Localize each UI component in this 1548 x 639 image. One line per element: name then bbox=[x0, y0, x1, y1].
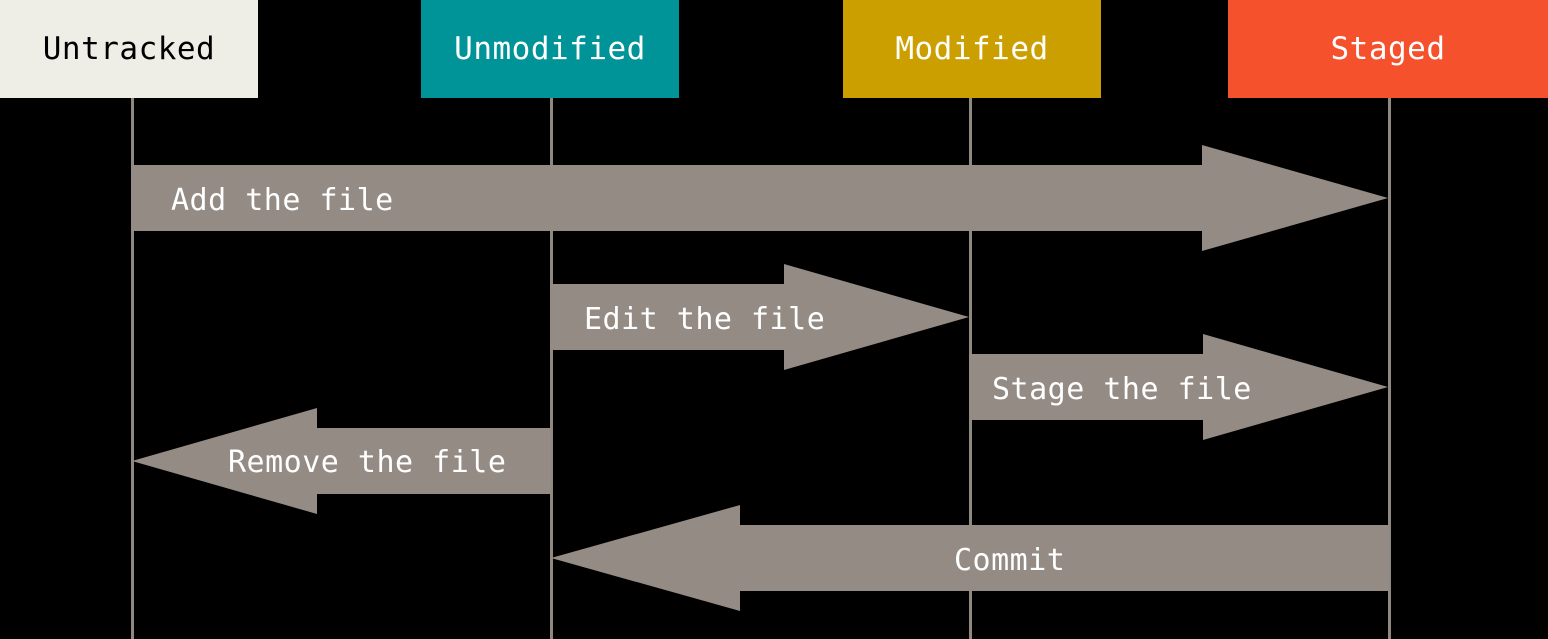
state-box-unmodified: Unmodified bbox=[421, 0, 679, 98]
arrow-label-edit-the-file: Edit the file bbox=[584, 302, 826, 337]
state-box-modified: Modified bbox=[843, 0, 1101, 98]
arrow-edit-the-file bbox=[550, 264, 970, 370]
arrow-shape-commit bbox=[551, 505, 1389, 611]
arrow-remove-the-file bbox=[131, 408, 551, 514]
arrow-shape-edit-the-file bbox=[550, 264, 969, 370]
arrow-commit bbox=[550, 505, 1389, 611]
state-label-modified: Modified bbox=[895, 31, 1049, 67]
arrow-label-stage-the-file: Stage the file bbox=[992, 372, 1252, 407]
state-box-untracked: Untracked bbox=[0, 0, 258, 98]
arrow-stage-the-file bbox=[969, 334, 1389, 440]
state-label-unmodified: Unmodified bbox=[454, 31, 646, 67]
arrow-label-commit: Commit bbox=[954, 543, 1066, 578]
state-box-staged: Staged bbox=[1228, 0, 1548, 98]
arrow-label-add-the-file: Add the file bbox=[171, 183, 394, 218]
arrow-label-remove-the-file: Remove the file bbox=[228, 445, 507, 480]
state-label-staged: Staged bbox=[1330, 31, 1446, 67]
lifeline-staged bbox=[1388, 98, 1391, 639]
lifeline-untracked bbox=[131, 98, 134, 639]
arrow-shape-add-the-file bbox=[131, 145, 1388, 251]
lifeline-unmodified bbox=[550, 98, 553, 639]
arrow-shape-remove-the-file bbox=[132, 408, 551, 514]
arrow-shape-stage-the-file bbox=[969, 334, 1388, 440]
state-label-untracked: Untracked bbox=[42, 31, 216, 67]
arrow-add-the-file bbox=[131, 145, 1389, 251]
